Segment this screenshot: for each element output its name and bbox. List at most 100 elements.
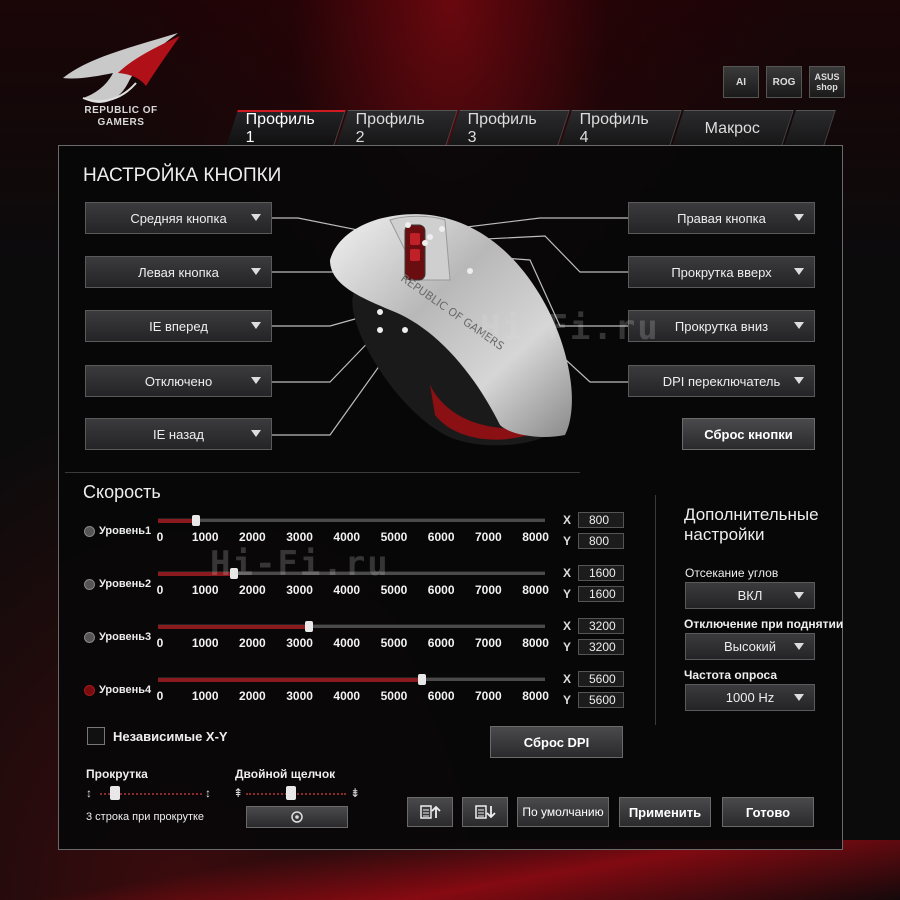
asus-shop-icon[interactable]: ASUS shop [809,66,845,98]
dpi-y-input[interactable]: 3200 [578,639,624,655]
speed-level-1-slider[interactable] [158,515,545,526]
dpi-x-input[interactable]: 800 [578,512,624,528]
independent-xy-checkbox[interactable] [87,727,105,745]
scale-tick-label: 6000 [427,583,455,597]
reset-buttons-button[interactable]: Сброс кнопки [682,418,815,450]
target-icon [291,811,303,823]
speed-level-4-radio[interactable]: Уровень4 [84,684,151,696]
double-click-slider-thumb[interactable] [286,786,296,800]
vertical-divider [655,495,656,725]
apply-button[interactable]: Применить [619,797,711,827]
ai-suite-icon[interactable]: AI [723,66,759,98]
dropdown-ie-back[interactable]: IE назад [85,418,272,450]
scale-tick-label: 8000 [522,583,549,597]
speed-level-2-radio[interactable]: Уровень2 [84,578,151,590]
dpi-x-input[interactable]: 5600 [578,671,624,687]
import-profile-button[interactable] [407,797,453,827]
dropdown-middle-button[interactable]: Средняя кнопка [85,202,272,234]
slider-fill [158,678,423,682]
dpi-x-input[interactable]: 1600 [578,565,624,581]
done-button[interactable]: Готово [722,797,814,827]
radio-button[interactable] [84,578,95,590]
tab-macro[interactable]: Макрос [672,110,794,146]
slider-fill [158,625,310,629]
dropdown-scroll-up[interactable]: Прокрутка вверх [628,256,815,288]
dropdown-dpi-switch[interactable]: DPI переключатель [628,365,815,397]
reset-dpi-button[interactable]: Сброс DPI [490,726,623,758]
speed-level-label: Уровень2 [99,578,152,590]
polling-rate-dropdown[interactable]: 1000 Hz [685,684,815,711]
y-axis-label: Y [563,640,572,654]
dpi-x-input[interactable]: 3200 [578,618,624,634]
scale-tick-label: 0 [156,689,164,703]
x-axis-label: X [563,619,572,633]
logo-text: REPUBLIC OF GAMERS [84,105,158,128]
tab-profile-1[interactable]: Профиль 1 [226,110,346,146]
scroll-value-text: 3 строка при прокрутке [86,811,205,823]
scale-tick-label: 7000 [475,530,502,544]
slider-thumb[interactable] [305,621,314,632]
scale-tick-label: 4000 [333,689,361,703]
dpi-y-input[interactable]: 5600 [578,692,624,708]
slider-thumb[interactable] [191,515,200,526]
scale-tick-label: 1000 [191,636,219,650]
lift-off-label: Отключение при поднятии [684,617,844,631]
dropdown-disabled[interactable]: Отключено [85,365,272,397]
chevron-down-icon [794,694,804,701]
double-click-fast-icon: ⇟ [350,786,361,800]
speed-level-2-slider[interactable] [158,568,545,579]
extra-title-line2: настройки [684,525,765,544]
scroll-slider-track[interactable] [100,793,202,795]
tab-profile-4[interactable]: Профиль 4 [560,110,682,146]
speed-level-1-radio[interactable]: Уровень1 [84,525,151,537]
scale-tick-label: 0 [156,636,164,650]
dpi-y-input[interactable]: 1600 [578,586,624,602]
slider-thumb[interactable] [418,674,427,685]
rog-icon[interactable]: ROG [766,66,802,98]
speed-level-3-slider[interactable] [158,621,545,632]
chevron-down-icon [251,268,261,275]
double-click-label: Двойной щелчок [235,767,336,781]
lift-off-dropdown[interactable]: Высокий [685,633,815,660]
x-axis-label: X [563,513,572,527]
scale-tick-label: 6000 [427,636,455,650]
slider-thumb[interactable] [229,568,238,579]
dropdown-scroll-down[interactable]: Прокрутка вниз [628,310,815,342]
speed-level-4-slider[interactable] [158,674,545,685]
scale-tick-label: 3000 [286,636,313,650]
dropdown-left-button[interactable]: Левая кнопка [85,256,272,288]
chevron-down-icon [794,214,804,221]
scale-tick-label: 7000 [475,636,502,650]
double-click-test-button[interactable] [246,806,348,828]
angle-snapping-dropdown[interactable]: ВКЛ [685,582,815,609]
polling-rate-label: Частота опроса [684,668,777,682]
radio-button[interactable] [84,525,95,537]
radio-button[interactable] [84,684,95,696]
dpi-y-input[interactable]: 800 [578,533,624,549]
speed-level-3-radio[interactable]: Уровень3 [84,631,151,643]
radio-button[interactable] [84,631,95,643]
watermark-text: Hi-Fi.ru [480,308,660,348]
scale-tick-label: 1000 [191,583,219,597]
dropdown-right-button[interactable]: Правая кнопка [628,202,815,234]
tab-profile-2[interactable]: Профиль 2 [336,110,458,146]
default-button[interactable]: По умолчанию [517,797,609,827]
speed-level-label: Уровень1 [99,525,152,537]
dropdown-ie-forward[interactable]: IE вперед [85,310,272,342]
double-click-slider-track[interactable] [246,793,346,795]
speed-title: Скорость [83,482,161,502]
chevron-down-icon [794,643,804,650]
tab-profile-3[interactable]: Профиль 3 [448,110,570,146]
export-profile-button[interactable] [462,797,508,827]
button-settings-title: НАСТРОЙКА КНОПКИ [83,165,282,186]
extra-settings-title: Дополнительные настройки [684,505,819,545]
double-click-slow-icon: ⇞ [233,786,244,800]
scale-tick-label: 2000 [239,689,266,703]
scale-tick-label: 2000 [239,530,266,544]
y-axis-label: Y [563,693,572,707]
scroll-slider-thumb[interactable] [110,786,121,800]
scale-tick-label: 1000 [191,689,219,703]
scale-tick-label: 2000 [239,636,266,650]
chevron-down-icon [794,592,804,599]
scale-tick-label: 0 [156,583,164,597]
